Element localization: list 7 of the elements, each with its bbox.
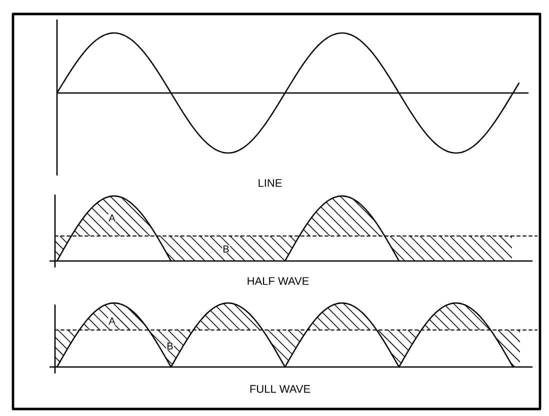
panel-label: FULL WAVE [250, 385, 310, 393]
region-label: A [108, 214, 116, 222]
panel-label: LINE [258, 179, 282, 187]
region-label: B [222, 245, 230, 253]
panel-label: HALF WAVE [248, 277, 309, 285]
region-label: A [108, 317, 116, 325]
region-label: B [166, 342, 174, 350]
